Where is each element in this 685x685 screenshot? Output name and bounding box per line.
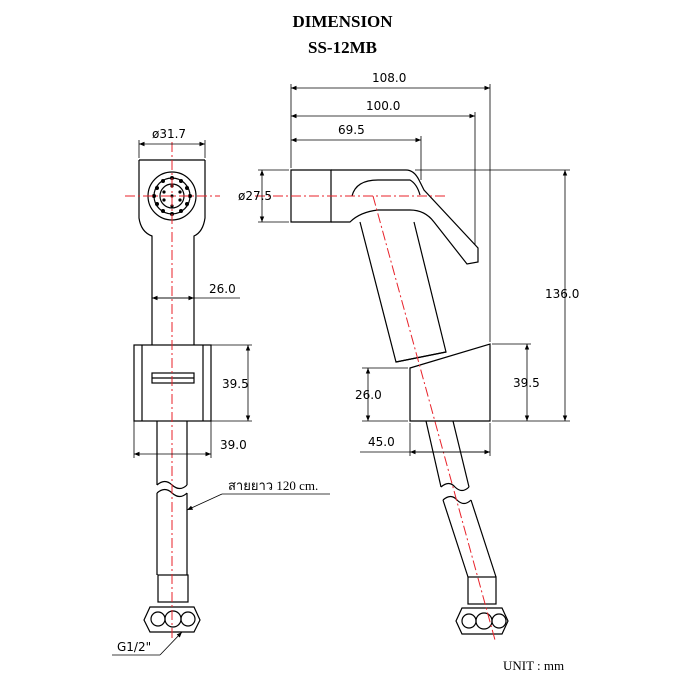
front-holder-height-label: 39.5	[222, 377, 249, 391]
hose-length-note: สายยาว 120 cm.	[228, 478, 318, 493]
overall-length-label: 108.0	[372, 71, 406, 85]
overall-height-label: 136.0	[545, 287, 579, 301]
side-dimensions	[258, 84, 570, 456]
side-holder-depth-label: 26.0	[355, 388, 382, 402]
front-holder-width-label: 39.0	[220, 438, 247, 452]
model-number: SS-12MB	[308, 38, 377, 57]
front-neck-width-label: 26.0	[209, 282, 236, 296]
drawing-title: DIMENSION	[292, 12, 393, 31]
nozzle-diameter-label: ø27.5	[238, 189, 272, 203]
length-100-label: 100.0	[366, 99, 400, 113]
side-holder-height-label: 39.5	[513, 376, 540, 390]
side-view	[290, 169, 509, 635]
side-holder-width-label: 45.0	[368, 435, 395, 449]
length-69-label: 69.5	[338, 123, 365, 137]
front-head-diameter-label: ø31.7	[152, 127, 186, 141]
front-centerlines	[125, 142, 220, 640]
side-centerlines	[255, 195, 496, 641]
front-dimensions	[112, 140, 330, 656]
thread-size-label: G1/2"	[117, 640, 151, 654]
spray-holes	[152, 176, 192, 216]
unit-label: UNIT : mm	[503, 658, 564, 673]
